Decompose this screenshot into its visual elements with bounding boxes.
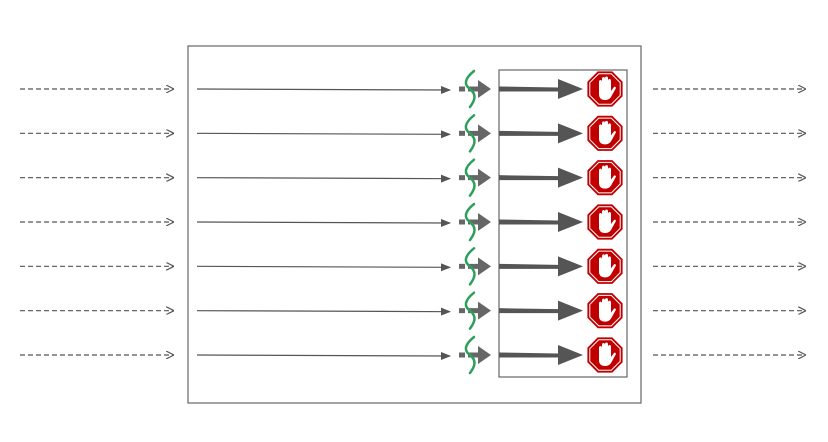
stop-hand-icon — [587, 337, 623, 373]
internal-arrow — [196, 130, 451, 139]
internal-arrow — [196, 174, 451, 183]
internal-arrow — [196, 85, 451, 94]
flow-row — [20, 158, 805, 197]
broken-arrow-stub — [459, 175, 465, 181]
broken-arrow-head — [468, 213, 491, 231]
internal-arrow — [196, 307, 451, 316]
break-squiggle-icon — [464, 247, 476, 286]
flow-row — [20, 114, 805, 153]
broken-arrow-stub — [459, 86, 465, 92]
break-squiggle-icon — [464, 69, 476, 109]
stop-hand-icon — [587, 115, 623, 151]
internal-arrow — [196, 351, 451, 360]
break-squiggle-icon — [464, 335, 476, 375]
broken-arrow-stub — [459, 219, 465, 225]
flow-row — [20, 247, 805, 286]
broken-arrow-head — [468, 124, 491, 143]
flow-row — [20, 202, 805, 242]
break-squiggle-icon — [464, 158, 476, 197]
broken-arrow-head — [468, 168, 491, 187]
flow-row — [20, 291, 805, 330]
blocked-thick-arrow — [499, 167, 583, 188]
broken-arrow-head — [468, 80, 491, 98]
broken-arrow-stub — [459, 352, 465, 358]
broken-arrow-stub — [459, 130, 465, 136]
stop-hand-icon — [587, 160, 623, 196]
stop-hand-icon — [587, 71, 623, 107]
blocked-thick-arrow — [499, 300, 583, 321]
outer-boundary-box — [187, 45, 642, 404]
broken-arrow-stub — [459, 308, 465, 314]
broken-arrow-stub — [459, 263, 465, 269]
blocked-thick-arrow — [499, 79, 583, 99]
stop-hand-icon — [587, 293, 623, 329]
internal-arrow — [196, 263, 451, 272]
broken-arrow-head — [468, 301, 491, 320]
blocked-thick-arrow — [499, 345, 583, 365]
internal-arrow — [196, 218, 451, 227]
broken-arrow-head — [468, 257, 491, 276]
flow-row — [20, 335, 805, 375]
flow-row — [20, 69, 805, 109]
break-squiggle-icon — [464, 291, 476, 330]
stop-hand-icon — [587, 248, 623, 284]
blocked-thick-arrow — [499, 123, 583, 144]
blocked-thick-arrow — [499, 212, 583, 232]
break-squiggle-icon — [464, 202, 476, 242]
stop-hand-icon — [587, 204, 623, 240]
blocked-thick-arrow — [499, 256, 583, 277]
break-squiggle-icon — [464, 114, 476, 153]
broken-arrow-head — [468, 346, 491, 364]
